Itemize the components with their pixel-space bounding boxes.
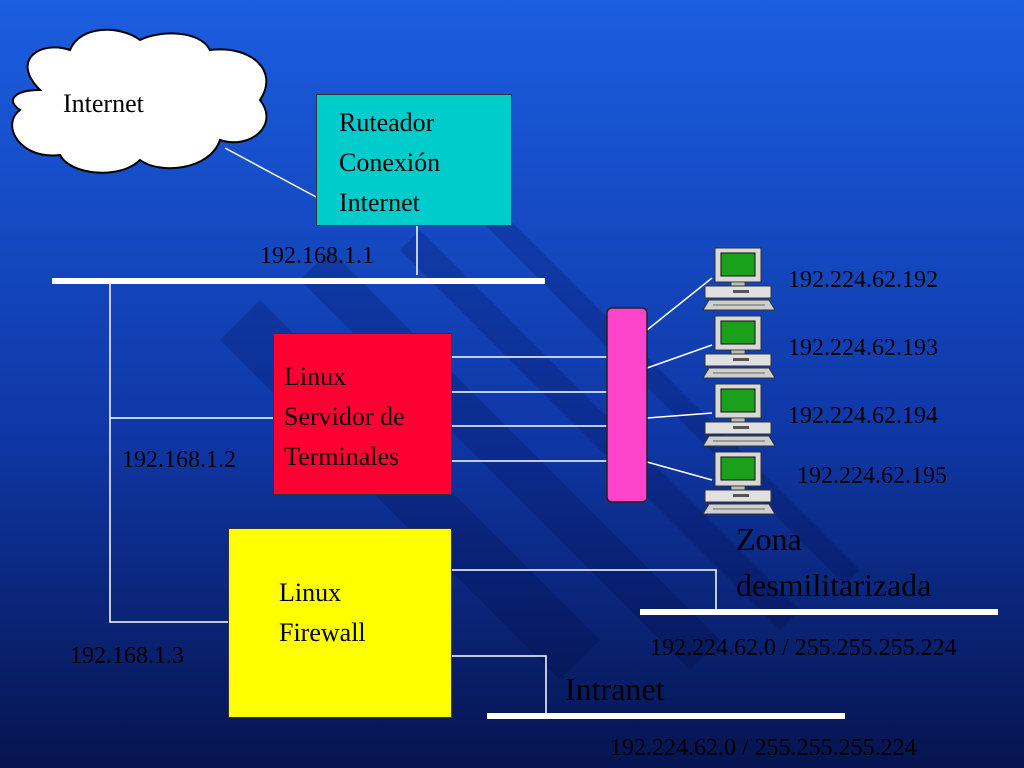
router-label-line2: Conexión <box>339 148 441 177</box>
switch-terminal-link-1 <box>646 277 713 331</box>
switch-terminal-link-2 <box>646 344 713 369</box>
computer-icon <box>702 247 776 311</box>
switch-terminal-link-3 <box>646 412 713 419</box>
backbone-vertical <box>109 281 228 623</box>
router-label-line3: Internet <box>339 188 420 217</box>
firewall-box: Linux Firewall <box>228 528 452 718</box>
terminal-ip-2: 192.224.62.193 <box>788 335 938 361</box>
internet-router-link <box>224 147 319 199</box>
cloud-icon <box>11 28 268 174</box>
firewall-label-line1: Linux <box>279 578 342 607</box>
terminal-server-label-line3: Terminales <box>284 442 400 471</box>
router-ip: 192.168.1.1 <box>260 243 374 269</box>
firewall-intranet-link <box>452 655 547 716</box>
connection-lines <box>52 147 998 719</box>
switch-hub <box>606 307 648 503</box>
firewall-dmz-link <box>452 569 717 612</box>
terminal-server-label-line2: Servidor de <box>284 402 405 431</box>
terminal-ip-3: 192.224.62.194 <box>788 403 938 429</box>
dmz-subnet: 192.224.62.0 / 255.255.255.224 <box>650 635 957 661</box>
internet-label: Internet <box>63 89 144 118</box>
intranet-label: Intranet <box>565 671 665 707</box>
terminal-ip-4: 192.224.62.195 <box>797 463 947 489</box>
terminal-ip-1: 192.224.62.192 <box>788 267 938 293</box>
terminal-icons <box>702 247 776 515</box>
terminal-server-label-line1: Linux <box>284 362 347 391</box>
firewall-label-line2: Firewall <box>279 618 366 647</box>
terminal-server-box: Linux Servidor de Terminales <box>273 333 452 495</box>
computer-icon <box>702 315 776 379</box>
dmz-label-line2: desmilitarizada <box>736 567 932 603</box>
computer-icon <box>702 383 776 447</box>
terminal-server-ip: 192.168.1.2 <box>122 447 236 473</box>
switch-terminal-link-4 <box>646 461 713 481</box>
firewall-ip: 192.168.1.3 <box>70 643 184 669</box>
router-label-line1: Ruteador <box>339 108 435 137</box>
router-box: Ruteador Conexión Internet <box>316 94 512 226</box>
dmz-label-line1: Zona <box>736 521 802 557</box>
computer-icon <box>702 451 776 515</box>
intranet-subnet: 192.224.62.0 / 255.255.255.224 <box>610 735 917 761</box>
